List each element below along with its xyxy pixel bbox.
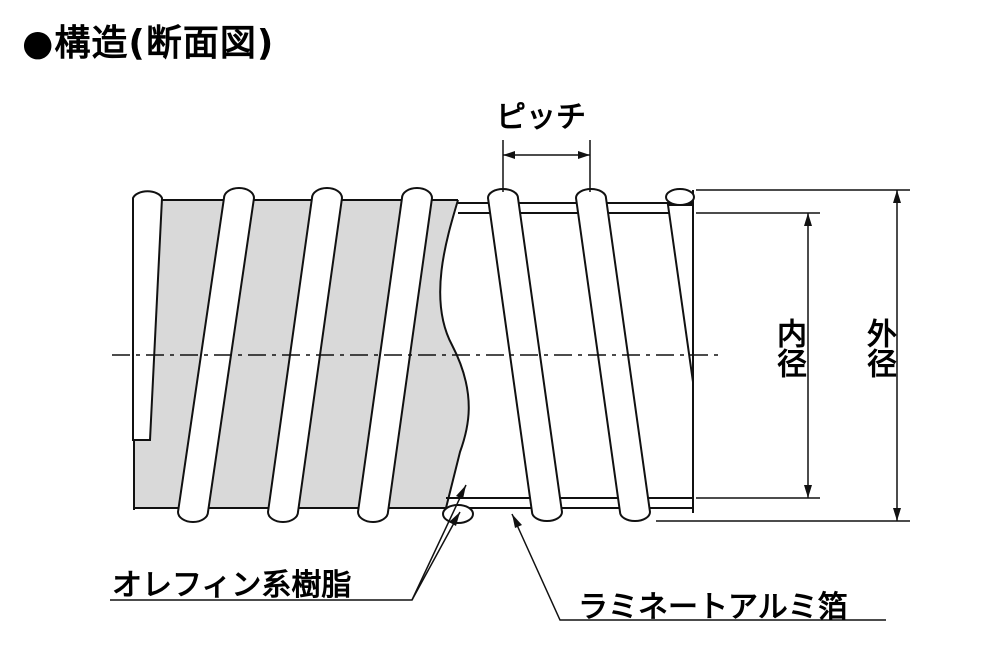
pitch-arrow-left [503, 151, 515, 159]
resin-leader-arrow-1 [449, 512, 460, 526]
wire-1 [132, 190, 164, 441]
od-arrow-top [893, 190, 901, 203]
resin-leader-branch [411, 484, 467, 601]
page-title: ●構造(断面図) [22, 23, 275, 64]
wire-3 [266, 187, 344, 523]
foil-leader-arrow [512, 514, 522, 528]
resin-leader-arrow-2 [456, 485, 466, 499]
wire-7-tail [666, 204, 694, 383]
pitch-label: ピッチ [496, 100, 586, 135]
outer-diameter-label: 外径 [861, 318, 896, 378]
wire-7-top [665, 188, 695, 206]
id-arrow-top [804, 213, 812, 226]
aluminum-foil-label: ラミネートアルミ箔 [578, 590, 848, 625]
cover-edge [439, 199, 470, 509]
foil-leader-line [511, 513, 886, 621]
olefin-resin-label: オレフィン系樹脂 [112, 568, 352, 603]
inner-diameter-label: 内径 [771, 318, 806, 378]
id-arrow-bottom [804, 485, 812, 498]
od-arrow-bottom [893, 508, 901, 521]
pitch-arrow-right [578, 151, 590, 159]
